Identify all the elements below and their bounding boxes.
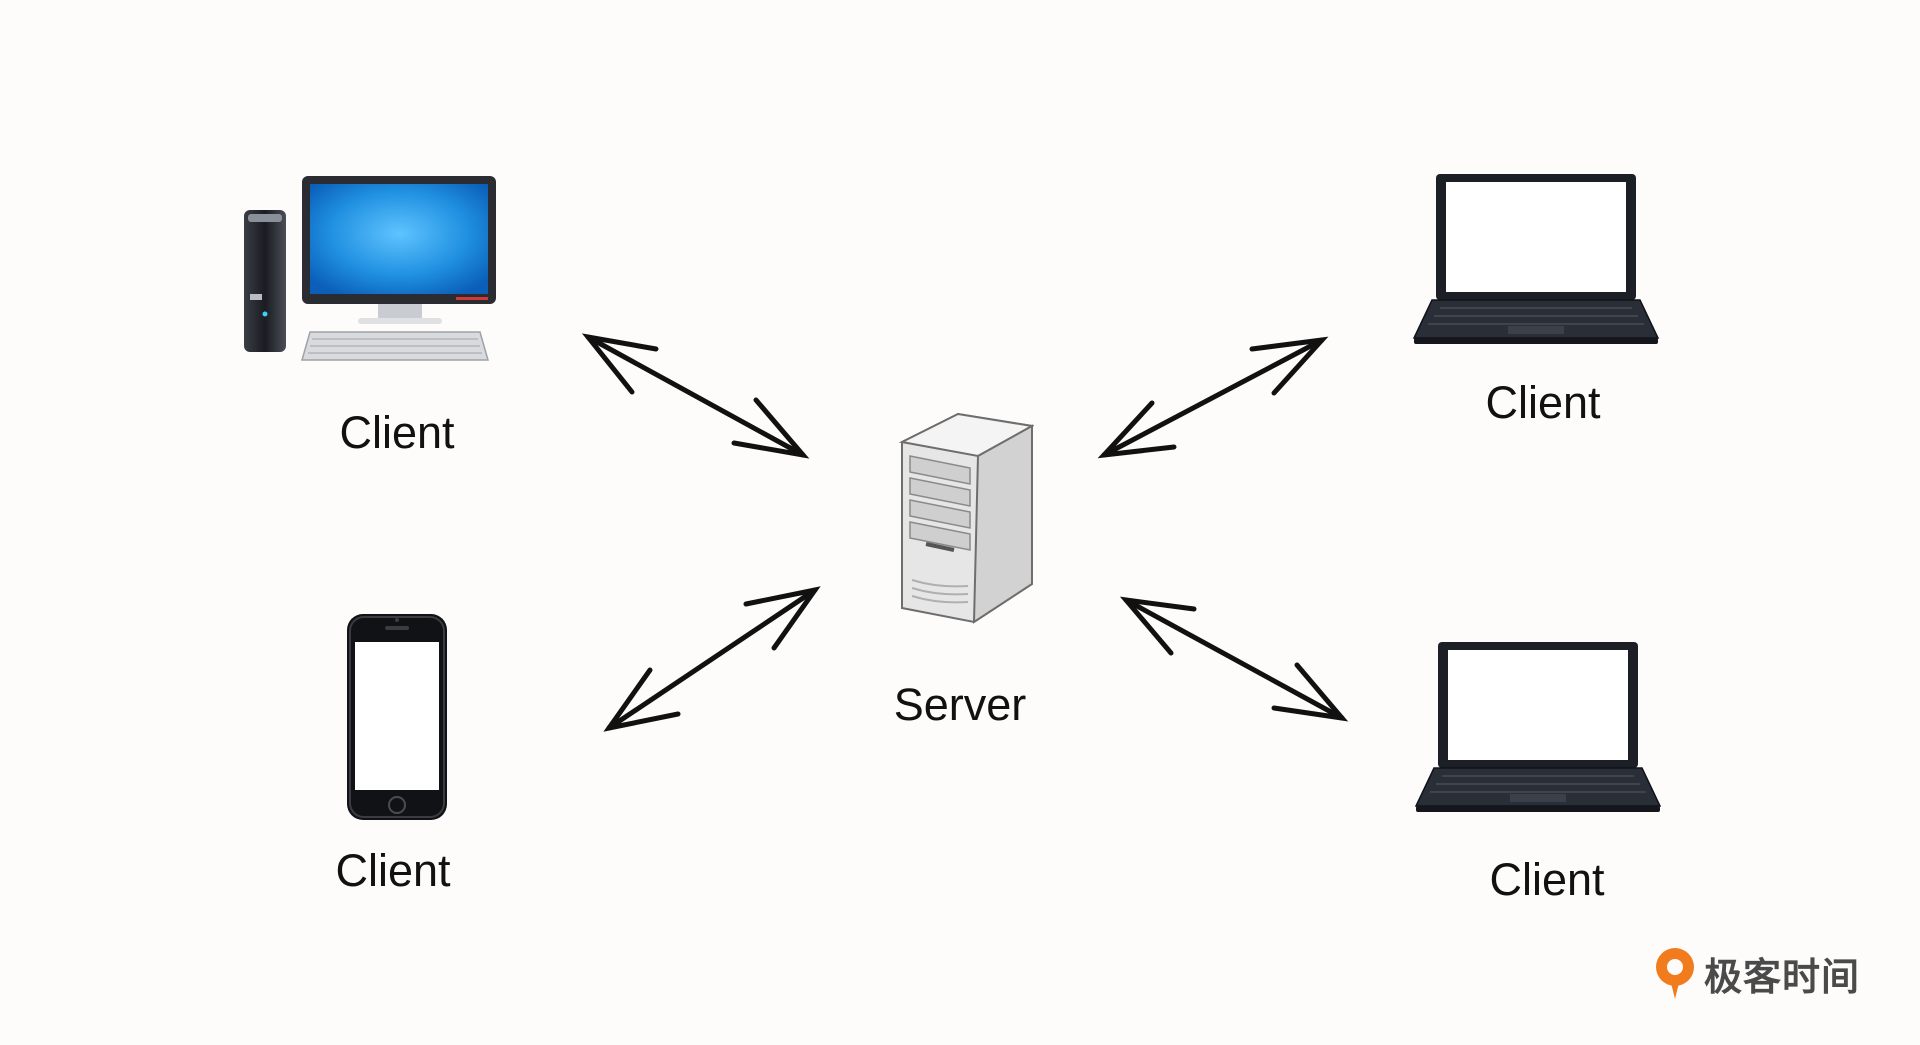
arrow-laptop-top-server: [1097, 336, 1329, 459]
laptop-bottom-icon: [1414, 642, 1662, 812]
client-label-phone: Client: [335, 845, 451, 896]
desktop-computer-icon: [244, 176, 496, 361]
watermark-text: 极客时间: [1704, 954, 1861, 999]
client-label-laptop-top: Client: [1485, 377, 1601, 428]
server-label: Server: [893, 679, 1027, 730]
geektime-logo-icon: [1656, 948, 1694, 999]
smartphone-icon: [347, 614, 447, 820]
client-label-desktop: Client: [339, 407, 455, 458]
laptop-top-icon: [1412, 174, 1660, 344]
arrow-laptop-bottom-server: [1119, 596, 1349, 722]
server-icon: [898, 412, 1034, 624]
arrow-phone-server: [603, 586, 821, 732]
geektime-watermark: 极客时间: [1652, 945, 1860, 1001]
arrow-desktop-server: [581, 333, 810, 459]
client-label-laptop-bottom: Client: [1489, 854, 1605, 905]
